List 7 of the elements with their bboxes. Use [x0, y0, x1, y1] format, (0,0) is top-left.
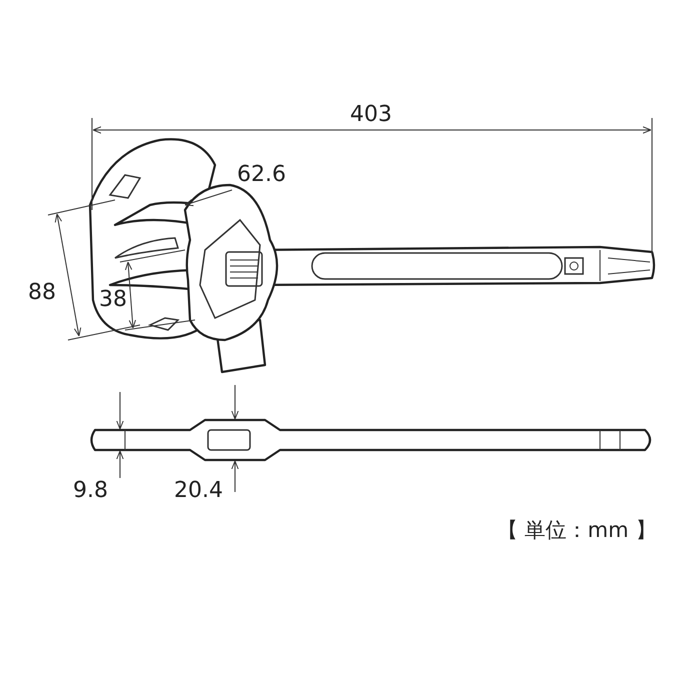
dimension-value: 62.6 — [237, 164, 286, 186]
dimension-value: 9.8 — [73, 480, 108, 502]
dimension-value: 38 — [99, 289, 127, 311]
dimension-value: 403 — [350, 104, 392, 126]
dimension-value: 20.4 — [174, 480, 223, 502]
dimension-value: 88 — [28, 282, 56, 304]
unit-note: 【 単位：mm 】 — [497, 520, 656, 541]
